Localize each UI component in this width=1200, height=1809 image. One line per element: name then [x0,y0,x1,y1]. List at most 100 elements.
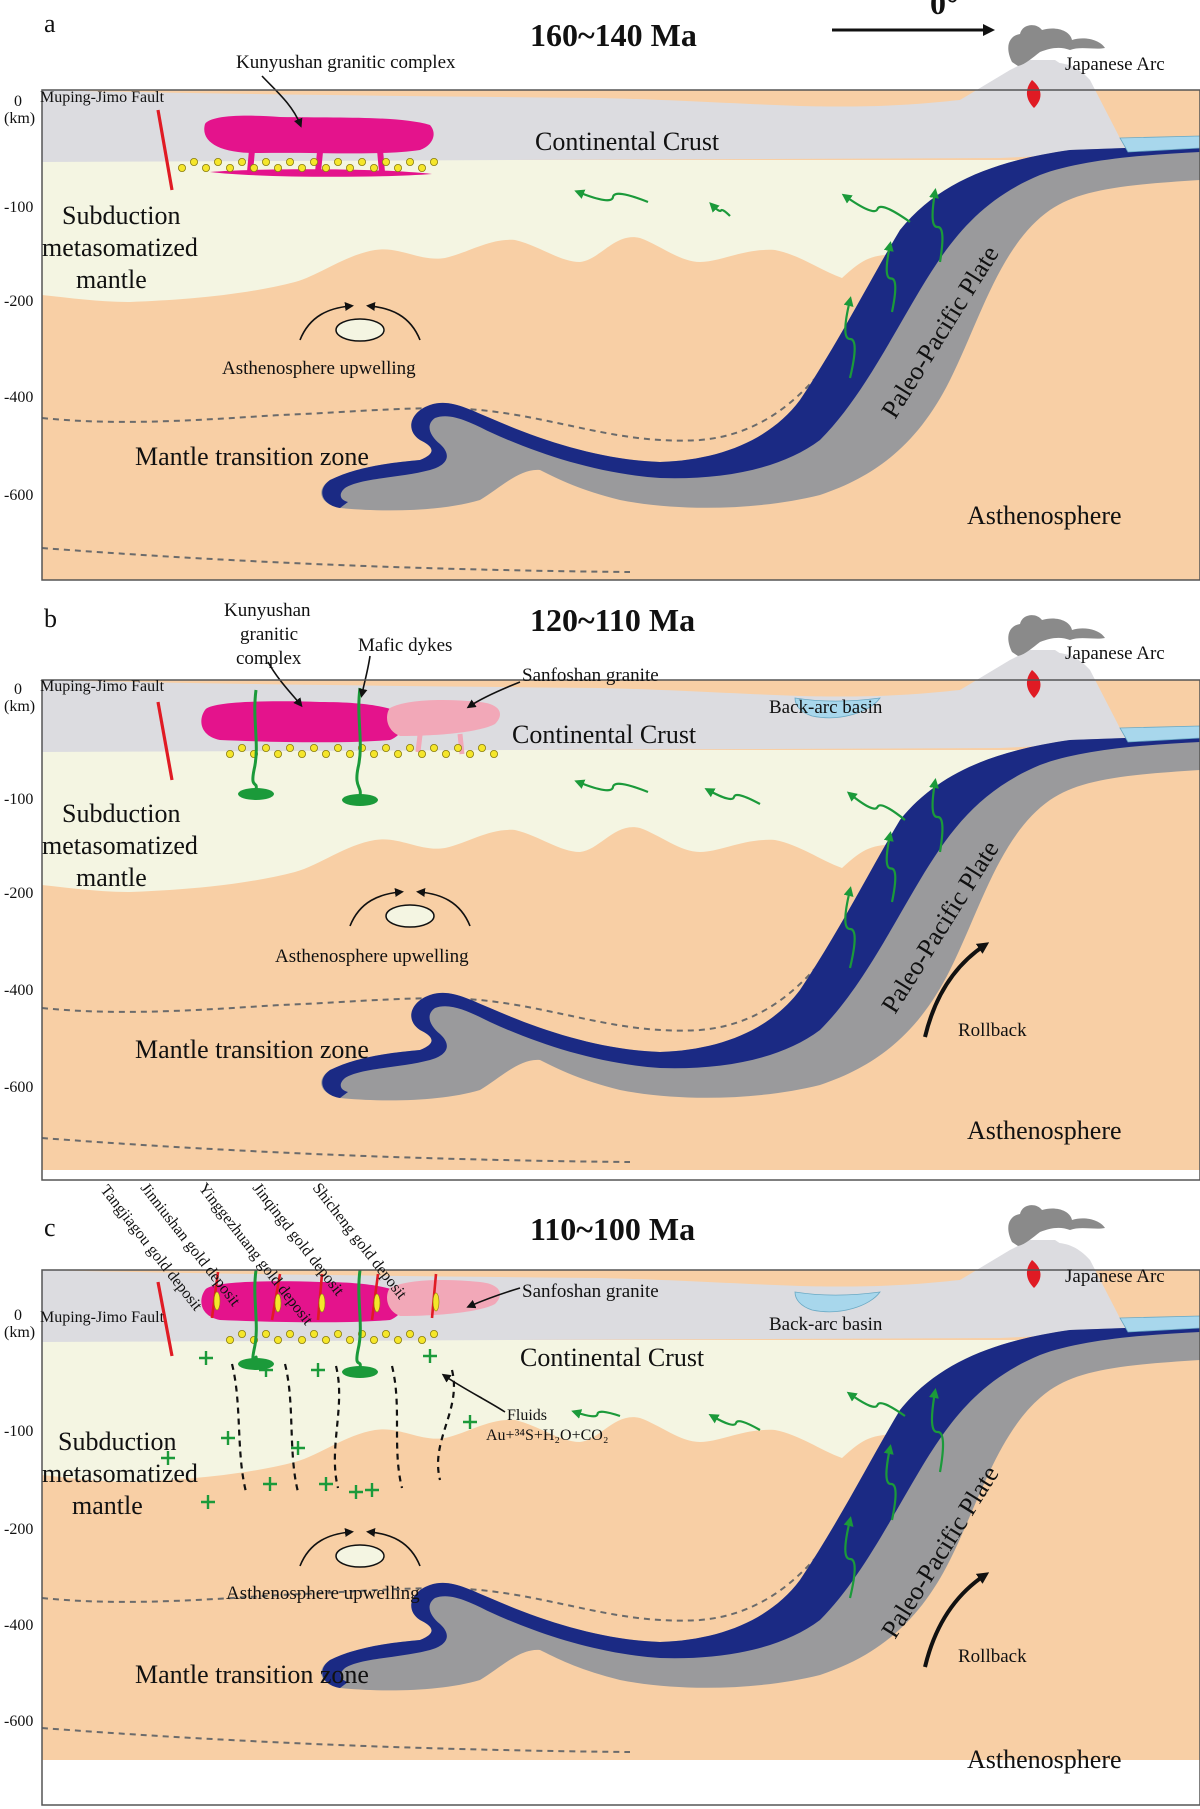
fluid-dot [417,749,426,758]
sea [1119,135,1200,153]
fluid-dot [225,163,234,172]
panel-a-mantle-2: metasomatized [42,233,198,262]
fluid-dot [417,1335,426,1344]
panel-b-mantle-1: Subduction [62,799,180,828]
panel-b-details [41,615,1200,1163]
panel-b-granite-1: Kunyushan [224,600,311,621]
fluid-arrow [709,202,731,217]
kunyushan-granite [204,115,434,154]
fluid-pathway [390,1365,404,1489]
fluid-arrow [929,1388,945,1473]
fluid-dot [297,163,306,172]
fluid-dot [285,743,294,752]
panel-c-arc-label: Japanese Arc [1065,1266,1165,1287]
fluid-dot [261,743,270,752]
volcano-plume [1008,25,1105,66]
fluid-arrow [883,241,897,313]
slab-crust [322,140,1200,508]
fluid-dot [309,157,318,166]
depth-tick: -200 [4,293,33,310]
mafic-dyke [251,689,258,791]
depth-tick: -100 [4,199,33,216]
panel-a-label: a [44,9,56,38]
panel-a-details [41,24,1200,573]
panel-a-arc-label: Japanese Arc [1065,54,1165,75]
panel-b-sanfoshan-label: Sanfoshan granite [522,665,659,686]
panel-b-text: b 120~110 Ma Muping-Jimo Fault Kunyushan… [40,600,1165,1145]
panel-b-backarc-label: Back-arc basin [769,697,883,718]
fluid-dot [261,157,270,166]
fluids-composition: Au+³⁴S+H₂O+CO₂ [486,1427,608,1444]
fluid-dot [225,1335,234,1344]
depth-tick: -400 [4,389,33,406]
panel-a-granite-label: Kunyushan granitic complex [236,52,456,73]
depth-tick: -100 [4,1423,33,1440]
depth-axis-labels: 0(km)-100-200-400-6000(km)-100-200-400-6… [4,93,35,1730]
plus-sign [199,1351,213,1365]
fluid-arrow [929,188,944,263]
gold-ore [274,1293,282,1313]
panel-c-title: 110~100 Ma [530,1211,695,1247]
slab-mantle [321,1320,1200,1691]
fluid-dot [345,1335,354,1344]
depth-tick: -200 [4,885,33,902]
dyke-root [238,1358,274,1370]
fluid-dot [429,743,438,752]
fluid-arrow [843,296,856,379]
kunyushan-granite [201,1281,405,1323]
plus-sign [349,1485,363,1499]
fluid-arrow [843,1516,856,1599]
plus-sign [291,1441,305,1455]
slab-crust [322,1320,1200,1688]
fluid-dot [429,1329,438,1338]
fluid-dot [273,1335,282,1344]
magma-drop [1026,80,1041,108]
fluid-dot [249,163,258,172]
fluid-arrow [843,886,856,969]
fluid-dot [405,1329,414,1338]
sea [1119,725,1200,743]
fluid-dot [417,163,426,172]
sea [1119,1315,1200,1333]
panel-b-upwelling-label: Asthenosphere upwelling [275,946,469,967]
panel-c-backarc-label: Back-arc basin [769,1314,883,1335]
panel-b-arc-label: Japanese Arc [1065,643,1165,664]
depth-tick: 0 [14,681,22,698]
fluid-dot [381,1329,390,1338]
fluid-dot [225,749,234,758]
fluid-dot [429,157,438,166]
fluid-dot [321,163,330,172]
slab-crust [322,730,1200,1098]
fault-line [156,701,174,781]
depth-tick: (km) [4,698,35,715]
upwelling-arrow-right [366,1528,421,1567]
panel-b-mantle-2: metasomatized [42,831,198,860]
fluid-arrow [883,831,897,903]
upwelling-arrow-right [366,302,421,341]
angle-label: 0° [930,0,959,21]
plus-sign [423,1349,437,1363]
plus-sign [259,1363,273,1377]
rollback-arrow [923,1572,990,1668]
fluid-arrow [574,189,649,204]
kunyushan-granite [201,701,405,743]
fluid-dot [273,163,282,172]
fluid-dot [405,157,414,166]
mafic-dyke [355,1269,362,1369]
panel-c-rollback-label: Rollback [958,1646,1027,1667]
upwelling-blob [335,318,385,342]
panel-a-crust-label: Continental Crust [535,127,720,156]
panel-c-mantle-2: metasomatized [42,1459,198,1488]
panel-a-upwelling-label: Asthenosphere upwelling [222,358,416,379]
fluid-pathway [437,1369,455,1481]
magma-drop [1026,670,1041,698]
plus-sign [365,1483,379,1497]
fluid-dot [333,743,342,752]
mafic-dyke [251,1269,258,1361]
panel-b-granite-2: granitic [240,624,298,645]
fluid-dot [345,163,354,172]
panel-c-astheno-label: Asthenosphere [967,1745,1122,1774]
fluid-dot [357,157,366,166]
panel-c-crust-label: Continental Crust [520,1343,705,1372]
fluid-dot [489,749,498,758]
